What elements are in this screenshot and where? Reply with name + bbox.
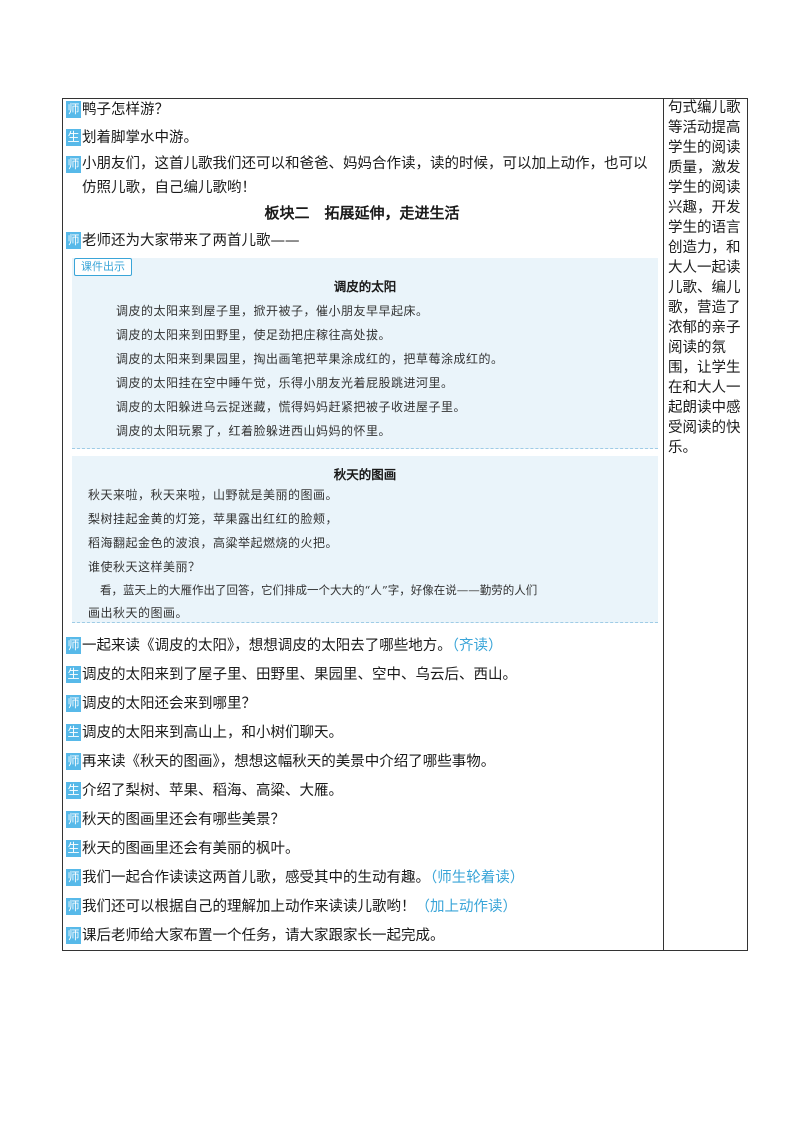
- column-divider: [663, 98, 664, 951]
- dialogue-line: 生 秋天的图画里还会有美丽的枫叶。: [66, 839, 300, 859]
- teacher-role-icon: 师: [66, 232, 81, 249]
- poem-line: 画出秋天的图画。: [88, 606, 189, 620]
- dialogue-line: 生 介绍了梨树、苹果、稻海、高粱、大雁。: [66, 781, 343, 801]
- teacher-role-icon: 师: [66, 869, 81, 886]
- poem-line: 谁使秋天这样美丽？: [88, 560, 201, 574]
- dialogue-line: 生 划着脚掌水中游。: [66, 128, 198, 148]
- poem-line: 调皮的太阳来到屋子里，掀开被子，催小朋友早早起床。: [116, 304, 429, 318]
- dialogue-line: 生 调皮的太阳来到高山上，和小树们聊天。: [66, 723, 343, 743]
- lesson-table: [62, 98, 748, 951]
- stage-note: （师生轮着读）: [430, 870, 525, 886]
- dialogue-line: 师 课后老师给大家布置一个任务，请大家跟家长一起完成。: [66, 926, 445, 946]
- stage-note: （加上动作读）: [415, 899, 518, 915]
- poem-line: 看，蓝天上的大雁作出了回答，它们排成一个大大的“人”字，好像在说——勤劳的人们: [100, 583, 538, 597]
- teacher-role-icon: 师: [66, 753, 81, 770]
- dialogue-text: 我们还可以根据自己的理解加上动作来读读儿歌哟！: [82, 899, 416, 915]
- dialogue-line: 师 再来读《秋天的图画》，想想这幅秋天的美景中介绍了哪些事物。: [66, 752, 495, 772]
- dialogue-text: 秋天的图画里还会有哪些美景？: [82, 812, 285, 828]
- dialogue-line: 师 我们还可以根据自己的理解加上动作来读读儿歌哟！（加上动作读）: [66, 897, 517, 917]
- poem-line: 调皮的太阳玩累了，红着脸躲进西山妈妈的怀里。: [116, 424, 392, 438]
- courseware-box: 秋天的图画 秋天来啦，秋天来啦，山野就是美丽的图画。 梨树挂起金黄的灯笼，苹果露…: [72, 456, 658, 623]
- dialogue-text: 小朋友们，这首儿歌我们还可以和爸爸、妈妈合作读，读的时候，可以加上动作，也可以仿…: [82, 156, 648, 196]
- dialogue-text: 课后老师给大家布置一个任务，请大家跟家长一起完成。: [82, 928, 445, 944]
- courseware-box: 课件出示 调皮的太阳 调皮的太阳来到屋子里，掀开被子，催小朋友早早起床。 调皮的…: [72, 258, 658, 449]
- student-role-icon: 生: [66, 724, 81, 741]
- poem-line: 调皮的太阳躲进乌云捉迷藏，慌得妈妈赶紧把被子收进屋子里。: [116, 400, 467, 414]
- dialogue-text: 鸭子怎样游？: [82, 102, 169, 118]
- student-role-icon: 生: [66, 666, 81, 683]
- dialogue-line: 师 小朋友们，这首儿歌我们还可以和爸爸、妈妈合作读，读的时候，可以加上动作，也可…: [66, 152, 658, 200]
- poem-title: 秋天的图画: [333, 467, 397, 482]
- poem-line: 稻海翻起金色的波浪，高粱举起燃烧的火把。: [88, 536, 339, 550]
- stage-note: （齐读）: [451, 638, 503, 654]
- intro-line: 师 老师还为大家带来了两首儿歌——: [66, 231, 300, 251]
- dialogue-line: 师 我们一起合作读读这两首儿歌，感受其中的生动有趣。（师生轮着读）: [66, 868, 524, 888]
- dialogue-text: 介绍了梨树、苹果、稻海、高粱、大雁。: [82, 783, 343, 799]
- teacher-role-icon: 师: [66, 898, 81, 915]
- dialogue-text: 调皮的太阳还会来到哪里？: [82, 696, 256, 712]
- dialogue-line: 师 鸭子怎样游？: [66, 100, 169, 120]
- teacher-role-icon: 师: [66, 637, 81, 654]
- dialogue-text: 我们一起合作读读这两首儿歌，感受其中的生动有趣。: [82, 870, 430, 886]
- teacher-role-icon: 师: [66, 927, 81, 944]
- dialogue-text: 秋天的图画里还会有美丽的枫叶。: [82, 841, 300, 857]
- student-role-icon: 生: [66, 840, 81, 857]
- side-note: 句式编儿歌等活动提高学生的阅读质量，激发学生的阅读兴趣，开发学生的语言创造力，和…: [668, 100, 741, 456]
- dialogue-line: 师 调皮的太阳还会来到哪里？: [66, 694, 256, 714]
- student-role-icon: 生: [66, 782, 81, 799]
- dialogue-line: 生 调皮的太阳来到了屋子里、田野里、果园里、空中、乌云后、西山。: [66, 665, 517, 685]
- teacher-role-icon: 师: [66, 101, 81, 118]
- courseware-badge: 课件出示: [74, 258, 132, 276]
- poem-title: 调皮的太阳: [333, 279, 397, 294]
- poem-line: 调皮的太阳挂在空中睡午觉，乐得小朋友光着屁股跳进河里。: [116, 376, 454, 390]
- teacher-role-icon: 师: [66, 811, 81, 828]
- poem-line: 秋天来啦，秋天来啦，山野就是美丽的图画。: [88, 488, 339, 502]
- dialogue-line: 师 一起来读《调皮的太阳》，想想调皮的太阳去了哪些地方。（齐读）: [66, 636, 503, 656]
- poem-line: 调皮的太阳来到果园里，掏出画笔把苹果涂成红的，把草莓涂成红的。: [116, 352, 504, 366]
- dialogue-text: 一起来读《调皮的太阳》，想想调皮的太阳去了哪些地方。: [82, 638, 452, 654]
- teacher-role-icon: 师: [66, 156, 81, 173]
- teacher-role-icon: 师: [66, 695, 81, 712]
- dialogue-text: 调皮的太阳来到高山上，和小树们聊天。: [82, 725, 343, 741]
- poem-line: 调皮的太阳来到田野里，使足劲把庄稼往高处拔。: [116, 328, 392, 342]
- dialogue-text: 再来读《秋天的图画》，想想这幅秋天的美景中介绍了哪些事物。: [82, 754, 496, 770]
- intro-text: 老师还为大家带来了两首儿歌——: [82, 233, 300, 249]
- dialogue-text: 调皮的太阳来到了屋子里、田野里、果园里、空中、乌云后、西山。: [82, 667, 517, 683]
- section-title: 板块二 拓展延伸，走进生活: [264, 204, 460, 222]
- poem-line: 梨树挂起金黄的灯笼，苹果露出红红的脸颊，: [88, 512, 339, 526]
- student-role-icon: 生: [66, 129, 81, 146]
- dialogue-text: 划着脚掌水中游。: [82, 130, 198, 146]
- dialogue-line: 师 秋天的图画里还会有哪些美景？: [66, 810, 285, 830]
